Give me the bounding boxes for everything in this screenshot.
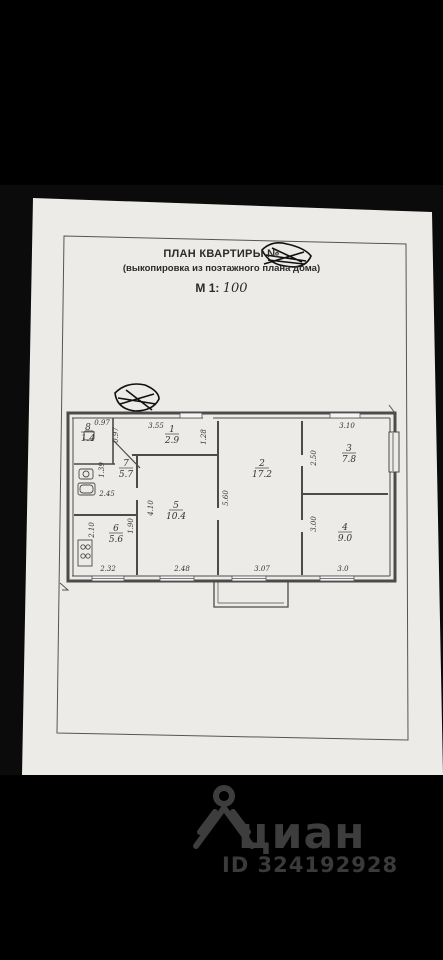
room-number: 3 bbox=[346, 444, 352, 454]
room-number: 5 bbox=[173, 501, 179, 511]
dimension-label: 2.48 bbox=[173, 565, 190, 573]
room-area: 9.0 bbox=[338, 534, 353, 544]
dimension-label: 1.39 bbox=[98, 462, 106, 478]
room-number: 1 bbox=[169, 425, 175, 435]
dimension-label: 1.90 bbox=[127, 518, 135, 534]
drawing-frame bbox=[56, 235, 409, 741]
room-area: 7.8 bbox=[342, 455, 357, 465]
room-number: 7 bbox=[123, 459, 129, 469]
plan-scale: М 1: 100 bbox=[0, 281, 443, 296]
room-label-2: 217.2 bbox=[252, 459, 272, 480]
room-area: 5.7 bbox=[119, 470, 134, 480]
window-marks bbox=[91, 412, 361, 582]
dimension-label: 5.60 bbox=[222, 490, 230, 506]
paper bbox=[22, 198, 443, 775]
dimension-label: 3.00 bbox=[310, 516, 318, 532]
room-label-4: 49.0 bbox=[338, 523, 353, 544]
room-area: 5.6 bbox=[109, 535, 124, 545]
room-area: 17.2 bbox=[252, 470, 272, 480]
scale-label: М 1: bbox=[195, 281, 220, 295]
dimension-label: 2.10 bbox=[88, 522, 96, 539]
dimension-label: 4.10 bbox=[147, 500, 155, 517]
dimension-label: 3.10 bbox=[339, 422, 355, 430]
room-label-5: 510.4 bbox=[166, 501, 186, 522]
fixtures bbox=[77, 430, 96, 567]
dimension-label: 2.45 bbox=[98, 490, 115, 498]
watermark-brand: циан bbox=[238, 808, 366, 859]
scale-value: 100 bbox=[222, 281, 248, 296]
room-label-8: 81.4 bbox=[81, 423, 96, 444]
dimension-label: 3.0 bbox=[337, 565, 349, 573]
floor-plan-sheet bbox=[22, 198, 443, 775]
dimension-label: 3.07 bbox=[254, 565, 270, 573]
dimension-label: 0.97 bbox=[112, 427, 120, 443]
watermark-logo bbox=[193, 785, 255, 849]
room-number: 4 bbox=[341, 523, 348, 533]
dimension-label: 2.50 bbox=[310, 450, 318, 467]
dimension-label: 0.97 bbox=[94, 419, 110, 427]
dimension-label: 3.55 bbox=[148, 422, 164, 430]
room-label-7: 75.7 bbox=[119, 459, 134, 480]
room-number: 8 bbox=[85, 423, 91, 433]
room-number: 6 bbox=[113, 524, 119, 534]
plan-subtitle: (выкопировка из поэтажного плана дома) bbox=[122, 263, 321, 274]
room-label-6: 65.6 bbox=[109, 524, 124, 545]
map-pin-icon bbox=[193, 785, 255, 849]
watermark-id: ID 324192928 bbox=[222, 853, 399, 877]
dimension-label: 1.28 bbox=[200, 429, 208, 445]
room-area: 10.4 bbox=[166, 512, 186, 522]
dimension-label: 2.32 bbox=[99, 565, 116, 573]
plan-title: ПЛАН КВАРТИРЫ № bbox=[163, 248, 280, 260]
redaction-scribble bbox=[114, 242, 312, 412]
room-number: 2 bbox=[258, 459, 265, 469]
room-label-1: 12.9 bbox=[164, 425, 180, 446]
room-area: 1.4 bbox=[81, 434, 96, 444]
room-label-3: 37.8 bbox=[342, 444, 357, 465]
room-area: 2.9 bbox=[164, 436, 180, 446]
